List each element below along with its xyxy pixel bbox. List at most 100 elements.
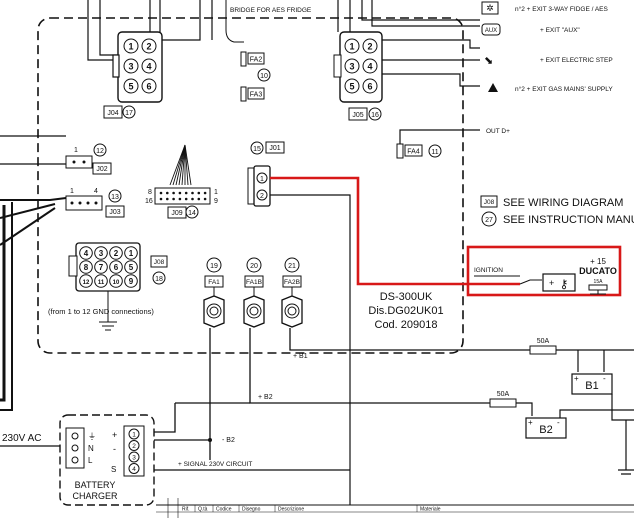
j01-label: J01 [269, 145, 280, 152]
legend-fan-text: n°2 + EXIT 3-WAY FIDGE / AES [515, 5, 609, 13]
j02-wires [0, 135, 66, 165]
charger-pin-3 [128, 451, 140, 463]
note-wiring: J08 SEE WIRING DIAGRAM [480, 195, 623, 209]
charger-title-2: CHARGER [72, 491, 118, 501]
j04-pin-label: 2 [146, 42, 151, 52]
j08-pin-9 [124, 274, 138, 288]
ignition-highlight-box [466, 245, 622, 297]
legend-flame-text: n°2 + EXIT GAS MAINS' SUPPLY [515, 85, 613, 93]
j08-ref: 18 [155, 276, 163, 283]
j09-pin [184, 191, 188, 195]
b2-fuse [489, 398, 517, 408]
battery-b2: B2 + - [525, 417, 567, 439]
note-manual-tag: 27 [485, 217, 493, 224]
j05-ref: 16 [371, 112, 379, 119]
j05-label: J05 [352, 112, 363, 119]
j08-pin-6 [109, 260, 123, 274]
j03-pin [94, 201, 98, 205]
fa1b-ref-circle [246, 257, 262, 273]
b1-fuse [529, 345, 557, 355]
j05-pin-label: 4 [367, 62, 372, 72]
battery-b2-plus: + [528, 418, 533, 427]
j08-pin-12 [79, 274, 93, 288]
charger-out-minus: - [113, 444, 116, 454]
connector-j02: 1 12 J02 [65, 143, 112, 175]
battery-b2-minus: - [557, 418, 560, 427]
model-line-3: Cod. 209018 [375, 319, 438, 331]
legend-step-text: + EXIT ELECTRIC STEP [540, 57, 613, 64]
note-wiring-text: SEE WIRING DIAGRAM [503, 197, 623, 209]
ground-symbol: ⏚ [88, 432, 96, 441]
b2-wire [249, 328, 490, 404]
j08-pin-11 [94, 274, 108, 288]
battery-ground-icon [618, 420, 634, 475]
j09-pin [166, 191, 169, 195]
j09-bottom-left: 16 [145, 198, 153, 205]
j04-ref: 17 [125, 110, 133, 117]
j05-pin-5 [344, 78, 360, 94]
j09-pin [203, 197, 207, 201]
fa4-label: FA4 [407, 149, 420, 156]
step-icon: ⬊ [484, 55, 493, 67]
fa3-label: FA3 [250, 92, 263, 99]
legend-flame-row: n°2 + EXIT GAS MAINS' SUPPLY [488, 83, 613, 93]
j01-pin-1: 1 [260, 176, 264, 183]
j09-pin [178, 191, 182, 195]
table-header-cell: Codice [216, 507, 232, 513]
j04-pin-4 [141, 58, 157, 74]
legend-fan-row: ✲ n°2 + EXIT 3-WAY FIDGE / AES [481, 1, 609, 15]
j09-pin [172, 191, 175, 195]
j03-pin-start: 1 [70, 188, 74, 195]
fuse-fa3: FA3 [240, 86, 265, 102]
j04-pin-5 [123, 78, 139, 94]
fa2-label: FA2 [250, 57, 263, 64]
j04-pin-1 [123, 38, 139, 54]
j03-pin-end: 4 [94, 188, 98, 195]
j04-pin-label: 4 [146, 62, 151, 72]
j05-pin-2 [362, 38, 378, 54]
j09-bottom-right: 9 [214, 198, 218, 205]
legend-aux-row: AUX + EXIT "AUX" [481, 23, 580, 36]
fan-icon: ✲ [486, 3, 494, 13]
j05-pin-label: 3 [349, 62, 354, 72]
j09-pin [191, 191, 194, 195]
ignition-plus-15: + 15 [590, 257, 606, 266]
j08-pin-label: 7 [99, 263, 104, 272]
signal-label: + SIGNAL 230V CIRCUIT [178, 461, 252, 468]
connector-j09: 8 16 1 9 J09 14 [145, 187, 218, 219]
j01-ref: 15 [253, 146, 261, 153]
j03-label: J03 [109, 209, 120, 216]
ignition-block: IGNITION + ⚷ + 15 DUCATO 15A [474, 257, 617, 295]
charger-out-plus: + [112, 430, 117, 440]
minus-b2-label: - B2 [222, 437, 235, 444]
b2-wire-label: + B2 [258, 394, 273, 401]
j08-pin-label: 11 [98, 280, 105, 286]
j05-pin-4 [362, 58, 378, 74]
legend-aux-text: + EXIT "AUX" [540, 27, 580, 34]
j05-pin-label: 5 [349, 82, 354, 92]
j09-pin [197, 197, 201, 201]
j04-pin-label: 6 [146, 82, 151, 92]
j04-pin-3 [123, 58, 139, 74]
j04-top-wires [87, 0, 213, 61]
j08-note: (from 1 to 12 GND connections) [48, 307, 154, 316]
j08-pin-1 [124, 246, 138, 260]
fa1-label: FA1 [208, 279, 220, 286]
j04-pin-6 [141, 78, 157, 94]
note-manual-text: SEE INSTRUCTION MANU [503, 214, 634, 226]
fa2b-ref: 21 [288, 263, 296, 270]
j09-pin [203, 191, 207, 195]
battery-b1-label: B1 [585, 380, 598, 392]
charger-pin-label: 3 [132, 455, 136, 462]
charger-pin-2 [128, 440, 140, 451]
j09-fan-wires [169, 144, 192, 186]
aux-box-icon: AUX [485, 28, 497, 34]
note-wiring-tag: J08 [484, 199, 495, 206]
fa1-nut-inner [209, 306, 219, 316]
charger-in-l: L [88, 456, 93, 465]
out-d-label: OUT D+ [486, 128, 510, 135]
